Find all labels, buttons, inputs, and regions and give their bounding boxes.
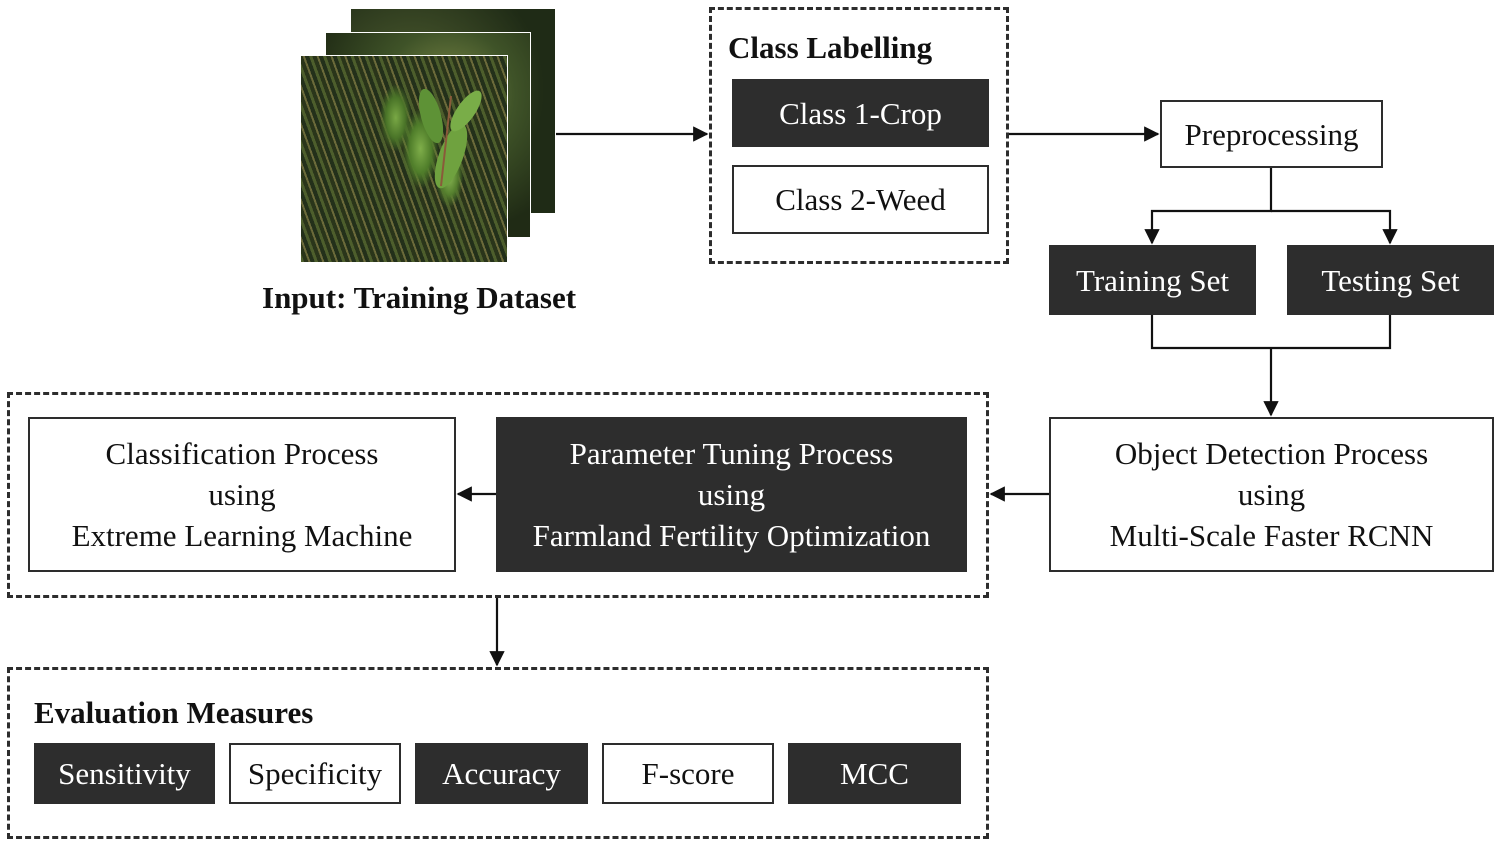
testing-set-box: Testing Set bbox=[1287, 245, 1494, 315]
dataset-image-front bbox=[300, 55, 508, 263]
preprocessing-box: Preprocessing bbox=[1160, 100, 1383, 168]
parameter-tuning-box: Parameter Tuning Process using Farmland … bbox=[496, 417, 967, 572]
parameter-tuning-line1: Parameter Tuning Process bbox=[569, 436, 894, 471]
classification-line1: Classification Process bbox=[105, 436, 379, 471]
measure-mcc: MCC bbox=[788, 743, 961, 804]
split-line bbox=[1144, 168, 1273, 245]
object-detection-line3: Multi-Scale Faster RCNN bbox=[1109, 518, 1434, 553]
class-labelling-group bbox=[709, 7, 1009, 264]
classification-line2: using bbox=[208, 477, 276, 512]
class2-weed-box: Class 2-Weed bbox=[732, 165, 989, 234]
leaf-icon bbox=[418, 88, 482, 189]
parameter-tuning-line2: using bbox=[697, 477, 766, 512]
object-detection-line2: using bbox=[1237, 477, 1306, 512]
evaluation-title: Evaluation Measures bbox=[34, 695, 314, 730]
tuning-classification-group bbox=[7, 392, 989, 598]
object-detection-box: Object Detection Process using Multi-Sca… bbox=[1049, 417, 1494, 572]
class-labelling-title: Class Labelling bbox=[728, 30, 933, 65]
classification-line3: Extreme Learning Machine bbox=[71, 518, 413, 553]
split-line-right bbox=[1271, 209, 1398, 245]
parameter-tuning-line3: Farmland Fertility Optimization bbox=[532, 518, 931, 553]
training-set-box: Training Set bbox=[1049, 245, 1256, 315]
input-caption: Input: Training Dataset bbox=[262, 280, 577, 315]
measure-specificity: Specificity bbox=[229, 743, 401, 804]
classification-box: Classification Process using Extreme Lea… bbox=[28, 417, 456, 572]
evaluation-group bbox=[7, 667, 989, 839]
measure-f-score: F-score bbox=[602, 743, 774, 804]
measure-sensitivity: Sensitivity bbox=[34, 743, 215, 804]
merge-line bbox=[1150, 315, 1392, 350]
measure-accuracy: Accuracy bbox=[415, 743, 588, 804]
class1-crop-box: Class 1-Crop bbox=[732, 79, 989, 147]
object-detection-line1: Object Detection Process bbox=[1114, 436, 1429, 471]
